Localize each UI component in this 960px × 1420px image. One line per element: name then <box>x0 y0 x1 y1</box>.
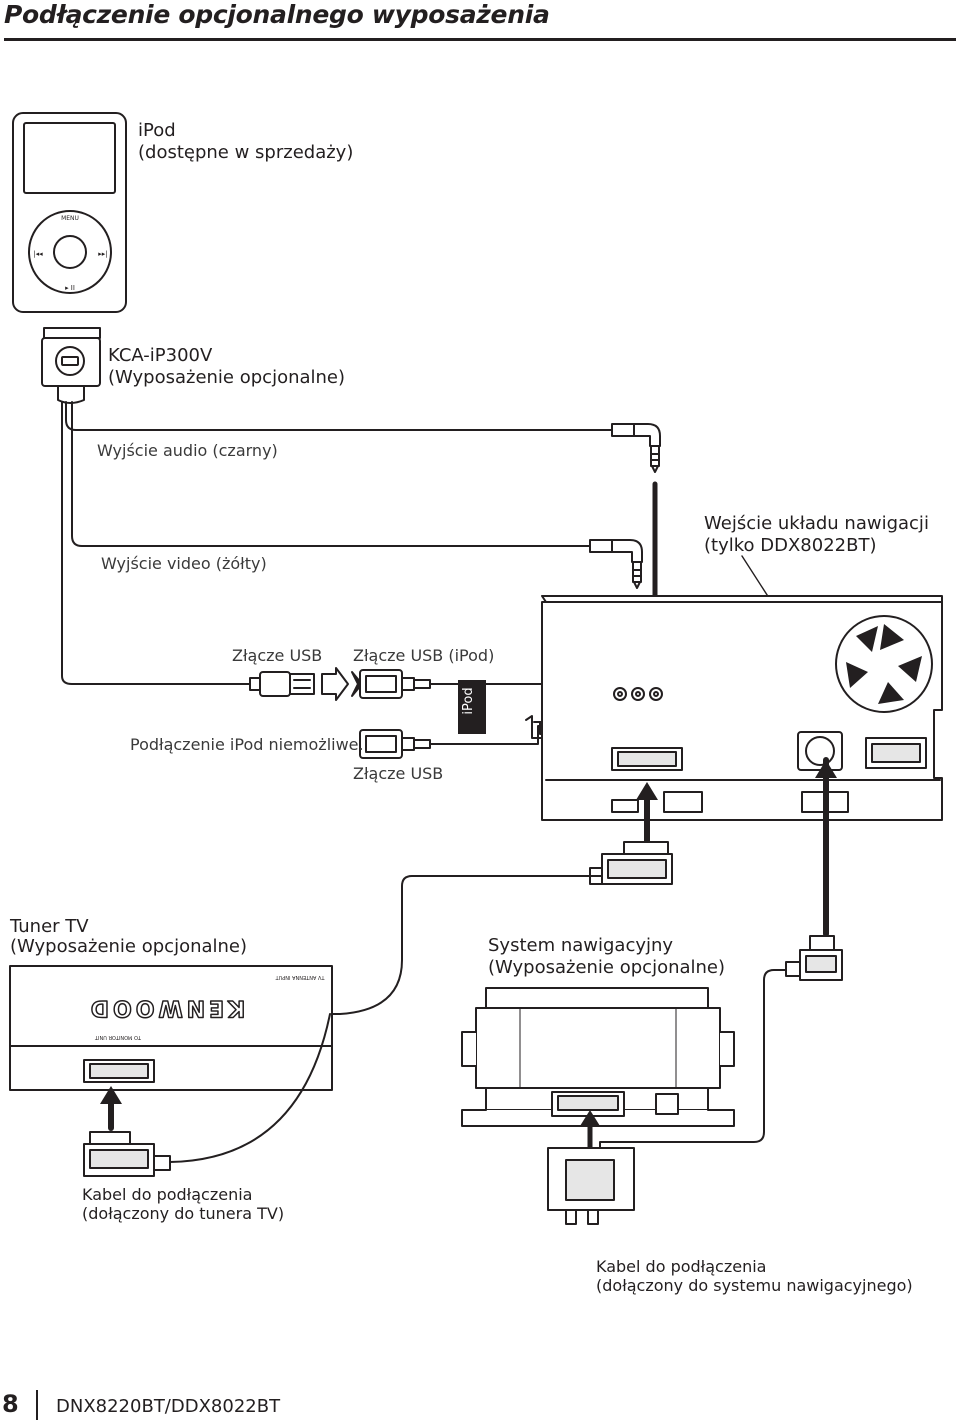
tv-tuner-box: KENWOOD TV ANTENNA INPUT TO MONITOR UNIT <box>9 965 333 1091</box>
usb-plug <box>249 671 315 697</box>
title-rule <box>4 38 956 41</box>
page-title: Podłączenie opcjonalnego wyposażenia <box>4 0 550 29</box>
usb-connector-2 <box>359 691 591 759</box>
nav-system-label: System nawigacyjny <box>488 935 674 956</box>
nav-arrow <box>815 757 837 937</box>
tuner-sub-label: (Wyposażenie opcjonalne) <box>10 936 248 957</box>
nav-cable-plug-top <box>785 935 843 981</box>
nav-cable-plug-bottom <box>547 1147 635 1225</box>
nav-cable-label: Kabel do podłączenia <box>596 1257 767 1276</box>
nav-input-label: Wejście układu nawigacji <box>704 513 929 534</box>
model-name: DNX8220BT/DDX8022BT <box>56 1396 281 1417</box>
navigation-system-box <box>461 987 735 1127</box>
kca-cables <box>61 401 613 685</box>
svg-text:▸ II: ▸ II <box>65 284 75 292</box>
usb-ipod-label: Złącze USB (iPod) <box>353 646 495 665</box>
usb-connector-2-label: Złącze USB <box>353 764 444 783</box>
video-out-label: Wyjście video (żółty) <box>101 554 267 573</box>
ipod-not-possible-label: Podłączenie iPod niemożliwe. <box>130 735 364 754</box>
nav-system-sub-label: (Wyposażenie opcjonalne) <box>488 957 726 978</box>
tv-cable <box>329 875 603 1015</box>
audio-out-label: Wyjście audio (czarny) <box>97 441 278 460</box>
audio-plug <box>611 423 661 473</box>
ipod-menu-text: MENU <box>61 215 79 222</box>
ipod-label: iPod <box>138 120 176 141</box>
svg-text:▸▸|: ▸▸| <box>98 250 107 258</box>
tuner-label: Tuner TV <box>10 916 89 937</box>
kca-sub-label: (Wyposażenie opcjonalne) <box>108 367 346 388</box>
nav-cable-sub-label: (dołączony do systemu nawigacyjnego) <box>596 1276 913 1295</box>
connection-diagram: MENU |◂◂ ▸▸| ▸ II <box>9 112 943 1225</box>
page-footer: 8 DNX8220BT/DDX8022BT <box>0 1390 960 1420</box>
footer-separator <box>36 1390 38 1420</box>
kca-ip300v-connector <box>41 327 101 404</box>
page-number: 8 <box>2 1390 19 1418</box>
ipod-tab: iPod <box>458 680 486 734</box>
usb-outline-arrow <box>321 667 349 701</box>
tuner-monitor-text: TO MONITOR UNIT <box>94 1034 142 1040</box>
usb-ipod-connector <box>359 669 585 699</box>
nav-box-arrow <box>580 1110 600 1153</box>
kca-label: KCA-iP300V <box>108 345 213 366</box>
nav-input-sub-label: (tylko DDX8022BT) <box>704 535 877 556</box>
head-unit-rear <box>541 595 943 821</box>
nav-cable <box>599 969 787 1149</box>
tv-connector-arrow <box>636 782 658 845</box>
tuner-brand-text: KENWOOD <box>87 995 245 1020</box>
tv-cable-plug-bottom <box>83 1013 331 1177</box>
usb-connector-label: Złącze USB <box>232 646 323 665</box>
svg-text:|◂◂: |◂◂ <box>33 250 43 258</box>
tuner-arrow <box>100 1086 122 1131</box>
tuner-antenna-text: TV ANTENNA INPUT <box>275 974 326 980</box>
ipod-tab-text: iPod <box>461 687 476 714</box>
tv-cable-sub-label: (dołączony do tunera TV) <box>82 1204 285 1223</box>
ipod-device: MENU |◂◂ ▸▸| ▸ II <box>12 112 127 313</box>
tv-cable-label: Kabel do podłączenia <box>82 1185 253 1204</box>
ipod-sub-label: (dostępne w sprzedaży) <box>138 142 354 163</box>
video-plug <box>589 539 643 589</box>
tv-cable-plug-top <box>589 841 673 885</box>
